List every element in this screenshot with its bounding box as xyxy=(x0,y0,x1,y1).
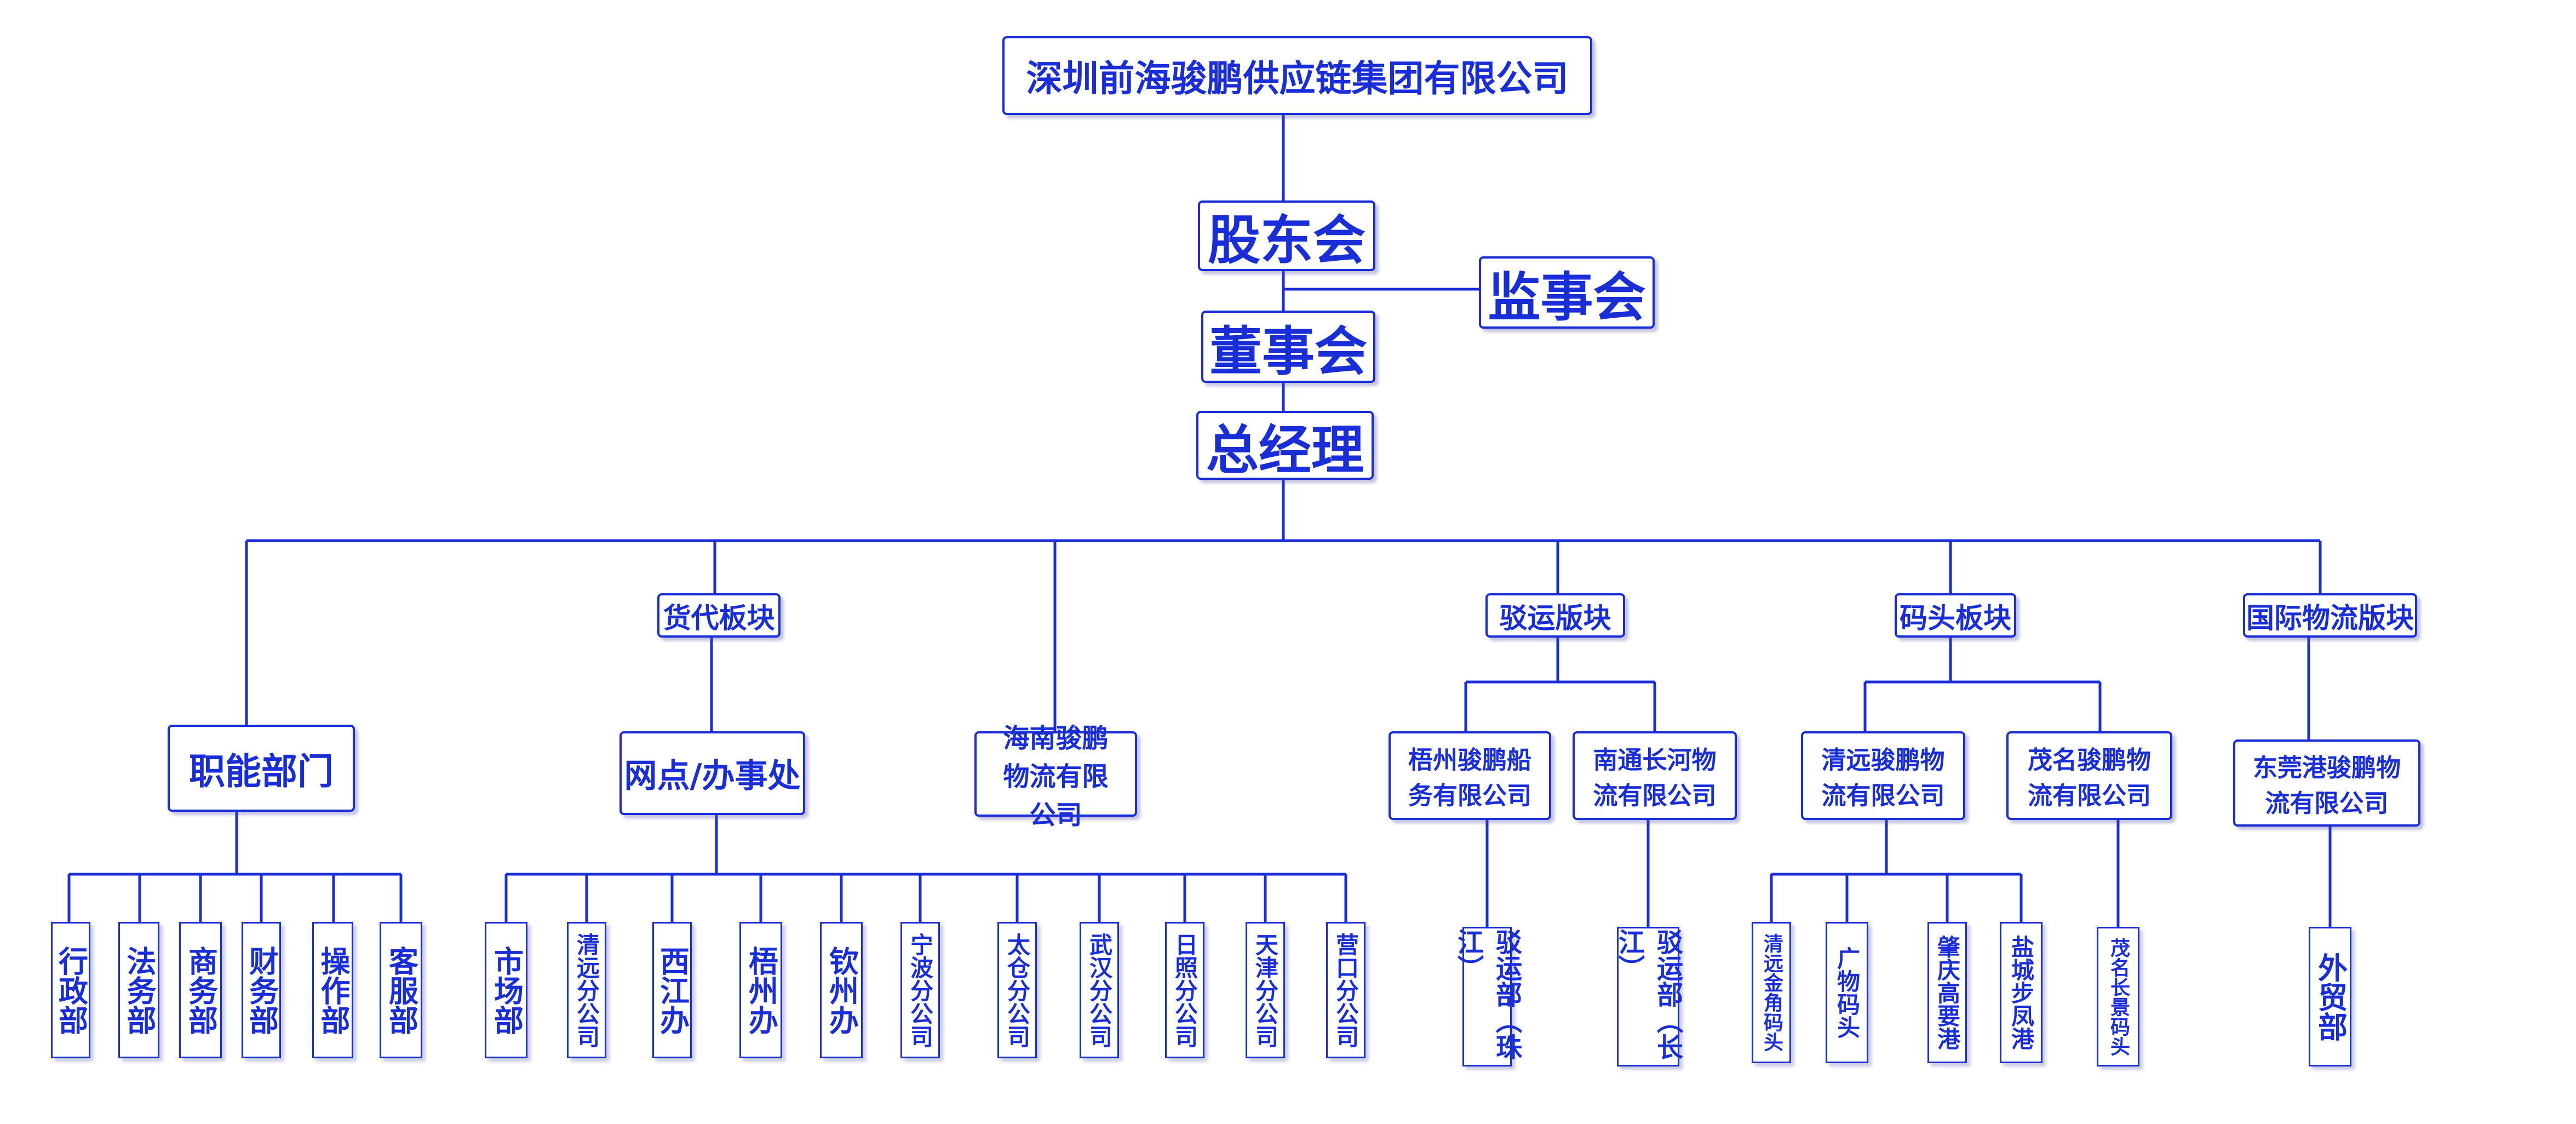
wuzhou-shipping-box: 梧州骏鹏船务有限公司 xyxy=(1389,731,1551,820)
freight-segment-box: 货代板块 xyxy=(657,593,781,638)
office-tianjin-branch: 天津分公司 xyxy=(1246,922,1285,1058)
office-marketing: 市场部 xyxy=(485,922,527,1058)
dept-foreign-trade: 外贸部 xyxy=(2309,927,2351,1066)
nantong-logistics-box: 南通长河物流有限公司 xyxy=(1573,731,1737,820)
office-wuzhou: 梧州办 xyxy=(739,922,782,1058)
terminal-maoming-changjing: 茂名长景码头 xyxy=(2097,927,2139,1066)
dept-customer-service: 客服部 xyxy=(380,922,422,1058)
hainan-company-box: 海南骏鹏物流有限公司 xyxy=(974,723,1137,830)
terminal-bufeng: 盐城步凤港 xyxy=(2000,922,2043,1063)
dept-legal: 法务部 xyxy=(118,922,159,1058)
shipping-segment-box: 驳运版块 xyxy=(1485,593,1625,638)
maoming-logistics-box: 茂名骏鹏物流有限公司 xyxy=(2006,731,2172,820)
dept-operations: 操作部 xyxy=(312,922,353,1058)
office-rizhao-branch: 日照分公司 xyxy=(1165,922,1204,1058)
terminal-segment-box: 码头板块 xyxy=(1895,593,2016,638)
office-xijiang: 西江办 xyxy=(652,922,692,1058)
office-wuhan-branch: 武汉分公司 xyxy=(1080,922,1119,1058)
qingyuan-logistics-box: 清远骏鹏物流有限公司 xyxy=(1801,731,1965,820)
shipping-dept-pearl: 驳运部（珠江） xyxy=(1453,927,1522,1066)
dept-business: 商务部 xyxy=(179,922,222,1058)
dept-admin: 行政部 xyxy=(51,922,90,1058)
terminal-guangwu: 广物码头 xyxy=(1826,922,1868,1063)
dept-finance: 财务部 xyxy=(242,922,281,1058)
terminal-gaoyao: 肇庆高要港 xyxy=(1927,922,1967,1063)
functional-dept-box: 职能部门 xyxy=(168,725,355,812)
office-qingyuan-branch: 清远分公司 xyxy=(567,922,606,1058)
freight-office-box: 网点/办事处 xyxy=(619,731,805,815)
office-qinzhou: 钦州办 xyxy=(820,922,863,1058)
gm-box: 总经理 xyxy=(1196,411,1374,481)
terminal-jinjiao: 清远金角码头 xyxy=(1752,922,1791,1063)
office-taicang-branch: 太仓分公司 xyxy=(997,922,1037,1058)
office-ningbo-branch: 宁波分公司 xyxy=(900,922,940,1058)
dongguan-logistics-box: 东莞港骏鹏物流有限公司 xyxy=(2233,739,2420,827)
office-yingkou-branch: 营口分公司 xyxy=(1326,922,1366,1058)
board-box: 董事会 xyxy=(1201,311,1375,383)
shareholders-box: 股东会 xyxy=(1198,200,1375,271)
company-box: 深圳前海骏鹏供应链集团有限公司 xyxy=(1002,36,1592,115)
intl-segment-box: 国际物流版块 xyxy=(2243,593,2417,638)
shipping-dept-yangtze: 驳运部（长江） xyxy=(1614,927,1683,1066)
supervisors-box: 监事会 xyxy=(1479,256,1655,329)
